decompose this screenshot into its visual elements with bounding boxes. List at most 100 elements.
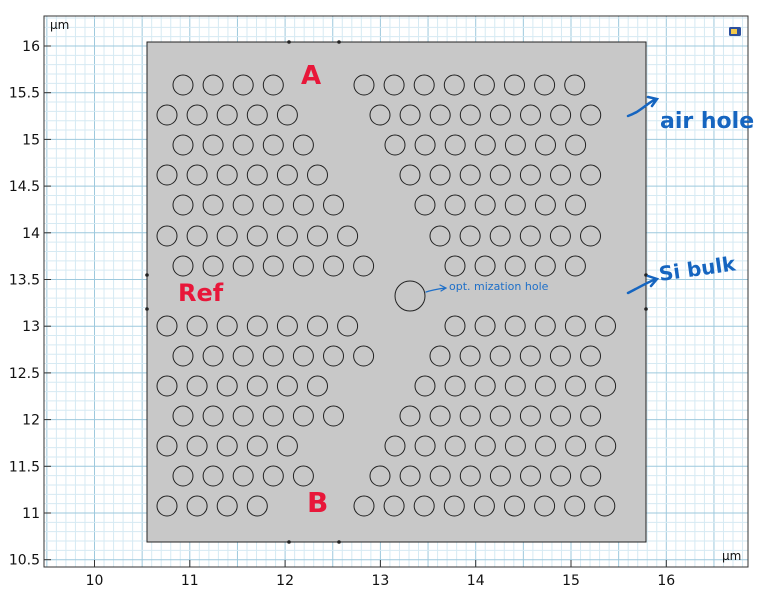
y-tick-label: 11: [22, 506, 40, 522]
air-hole: [369, 465, 391, 487]
air-hole: [156, 435, 178, 457]
air-hole: [246, 495, 268, 517]
air-hole: [580, 465, 602, 487]
air-hole: [564, 74, 586, 96]
air-hole: [276, 164, 298, 186]
air-hole: [489, 104, 511, 126]
air-hole: [232, 194, 254, 216]
view-toggle-icon[interactable]: [729, 27, 741, 36]
air-hole: [232, 255, 254, 277]
air-hole: [323, 405, 344, 427]
air-hole: [172, 194, 194, 216]
y-tick-label: 10.5: [9, 553, 40, 569]
air-hole: [369, 104, 391, 126]
air-hole: [535, 134, 556, 156]
air-hole: [202, 255, 224, 277]
air-hole: [474, 255, 496, 277]
air-hole: [399, 405, 421, 427]
air-hole: [535, 435, 556, 457]
y-axis-unit: µm: [50, 18, 69, 32]
air-hole: [580, 104, 602, 126]
plot-frame: [43, 15, 749, 568]
air-hole: [383, 74, 405, 96]
y-tick-label: 15: [22, 132, 40, 148]
air-hole: [459, 405, 481, 427]
air-hole: [504, 495, 525, 517]
air-hole: [459, 104, 481, 126]
air-hole: [474, 134, 496, 156]
air-hole: [504, 435, 526, 457]
air-hole: [186, 435, 208, 457]
air-hole: [473, 495, 495, 517]
si-substrate[interactable]: [146, 41, 647, 543]
air-hole: [307, 375, 328, 397]
air-hole: [429, 345, 451, 367]
air-hole: [216, 435, 238, 457]
air-hole: [323, 194, 344, 216]
air-hole: [353, 495, 375, 517]
air-hole: [307, 225, 328, 247]
air-hole: [262, 134, 284, 156]
air-hole: [202, 465, 224, 487]
air-hole: [444, 315, 466, 337]
air-hole: [459, 345, 481, 367]
air-hole: [443, 74, 465, 96]
air-hole: [580, 405, 602, 427]
air-hole: [156, 315, 178, 337]
air-hole: [474, 194, 496, 216]
air-hole: [443, 495, 465, 517]
air-hole-array: [156, 74, 617, 517]
air-hole: [550, 465, 572, 487]
air-hole: [276, 104, 298, 126]
air-hole: [246, 104, 268, 126]
air-hole: [186, 104, 208, 126]
air-hole: [444, 255, 466, 277]
air-hole: [202, 345, 224, 367]
air-hole: [549, 345, 571, 367]
air-hole: [307, 164, 328, 186]
air-hole: [519, 405, 541, 427]
air-hole: [459, 164, 481, 186]
air-hole: [202, 405, 224, 427]
vertex-point: [337, 540, 341, 544]
air-hole: [504, 315, 526, 337]
opt-hole-arrow: [425, 284, 448, 293]
air-hole: [276, 225, 298, 247]
air-hole: [595, 375, 617, 397]
y-tick-label: 14: [22, 226, 40, 242]
y-tick-label: 12: [22, 413, 40, 429]
air-hole: [474, 315, 496, 337]
air-hole: [519, 164, 541, 186]
vertex-point: [337, 40, 341, 44]
air-hole: [520, 104, 541, 126]
air-hole: [534, 375, 556, 397]
air-hole: [444, 375, 466, 397]
x-tick-label: 14: [467, 573, 485, 589]
air-hole: [580, 345, 601, 367]
air-hole: [292, 134, 314, 156]
optimization-hole[interactable]: [394, 280, 426, 312]
x-tick-label: 12: [276, 573, 294, 589]
air-hole: [156, 375, 178, 397]
air-hole: [534, 194, 556, 216]
air-hole: [489, 225, 511, 247]
air-hole: [246, 225, 268, 247]
air-hole: [216, 225, 238, 247]
air-hole: [519, 225, 541, 247]
air-hole: [262, 405, 284, 427]
air-hole: [186, 225, 208, 247]
air-hole: [429, 164, 451, 186]
air-hole: [307, 315, 328, 337]
air-hole: [186, 315, 208, 337]
air-hole: [399, 104, 421, 126]
air-hole: [262, 465, 284, 487]
air-hole: [459, 225, 481, 247]
air-hole: [504, 375, 526, 397]
air-hole: [216, 104, 238, 126]
air-hole: [172, 345, 194, 367]
air-hole: [550, 104, 572, 126]
x-tick-label: 15: [562, 573, 580, 589]
